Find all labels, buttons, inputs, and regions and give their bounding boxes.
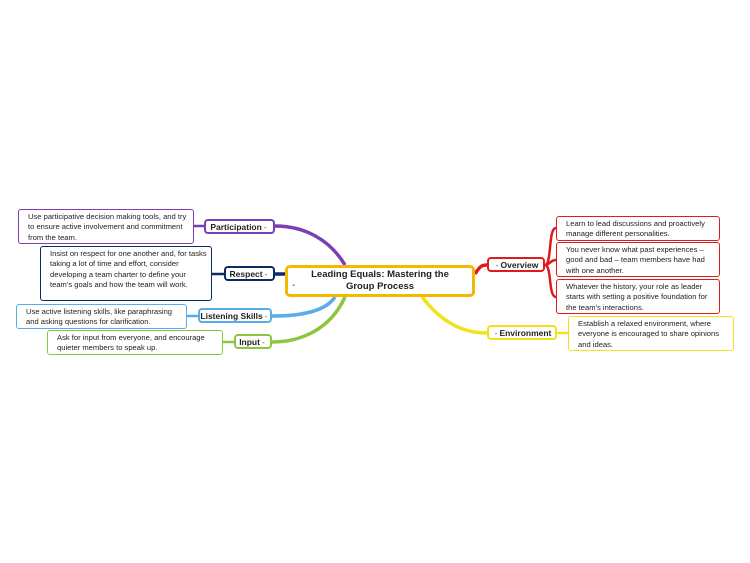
branch-label: Participation [210,221,262,232]
note-text: Use participative decision making tools,… [28,212,187,242]
link-environment [420,295,488,335]
branch-label: Environment [499,327,552,338]
note-overview-1[interactable]: Learn to lead discussions and proactivel… [556,216,720,241]
central-collapse-toggle[interactable]: - [292,280,296,291]
note-text: Whatever the history, your role as leade… [566,282,708,312]
link-input [271,296,347,344]
note-text: Use active listening skills, like paraph… [26,307,173,327]
branch-participation[interactable]: Participation - [204,219,275,234]
link-listening [271,295,337,318]
note-text: Establish a relaxed environment, where e… [578,319,719,349]
collapse-toggle[interactable]: - [261,336,265,347]
collapse-toggle[interactable]: - [264,268,268,279]
note-input[interactable]: Ask for input from everyone, and encoura… [47,330,223,355]
collapse-toggle[interactable]: - [494,327,498,338]
branch-input[interactable]: Input - [234,334,272,349]
branch-label: Respect [229,268,263,279]
collapse-toggle[interactable]: - [264,310,268,321]
central-topic-title: Leading Equals: Mastering the Group Proc… [311,269,449,292]
note-text: Ask for input from everyone, and encoura… [57,333,205,353]
note-respect[interactable]: Insist on respect for one another and, f… [40,246,212,301]
branch-listening-skills[interactable]: Listening Skills - [198,308,272,323]
branch-label: Input [239,336,260,347]
link-overview-note-3 [544,263,557,299]
branch-label: Listening Skills [200,310,263,321]
note-listening-skills[interactable]: Use active listening skills, like paraph… [16,304,187,329]
branch-overview[interactable]: - Overview [487,257,545,272]
branch-label: Overview [500,259,539,270]
collapse-toggle[interactable]: - [495,259,499,270]
note-participation[interactable]: Use participative decision making tools,… [18,209,194,244]
central-topic[interactable]: - Leading Equals: Mastering the Group Pr… [285,265,475,297]
branch-environment[interactable]: - Environment [487,325,557,340]
note-overview-2[interactable]: You never know what past experiences – g… [556,242,720,277]
branch-respect[interactable]: Respect - [224,266,275,281]
link-participation [274,224,347,266]
note-overview-3[interactable]: Whatever the history, your role as leade… [556,279,720,314]
note-text: You never know what past experiences – g… [566,245,705,275]
link-overview [473,263,488,275]
collapse-toggle[interactable]: - [263,221,267,232]
note-environment[interactable]: Establish a relaxed environment, where e… [568,316,734,351]
note-text: Insist on respect for one another and, f… [50,249,207,289]
note-text: Learn to lead discussions and proactivel… [566,219,705,239]
